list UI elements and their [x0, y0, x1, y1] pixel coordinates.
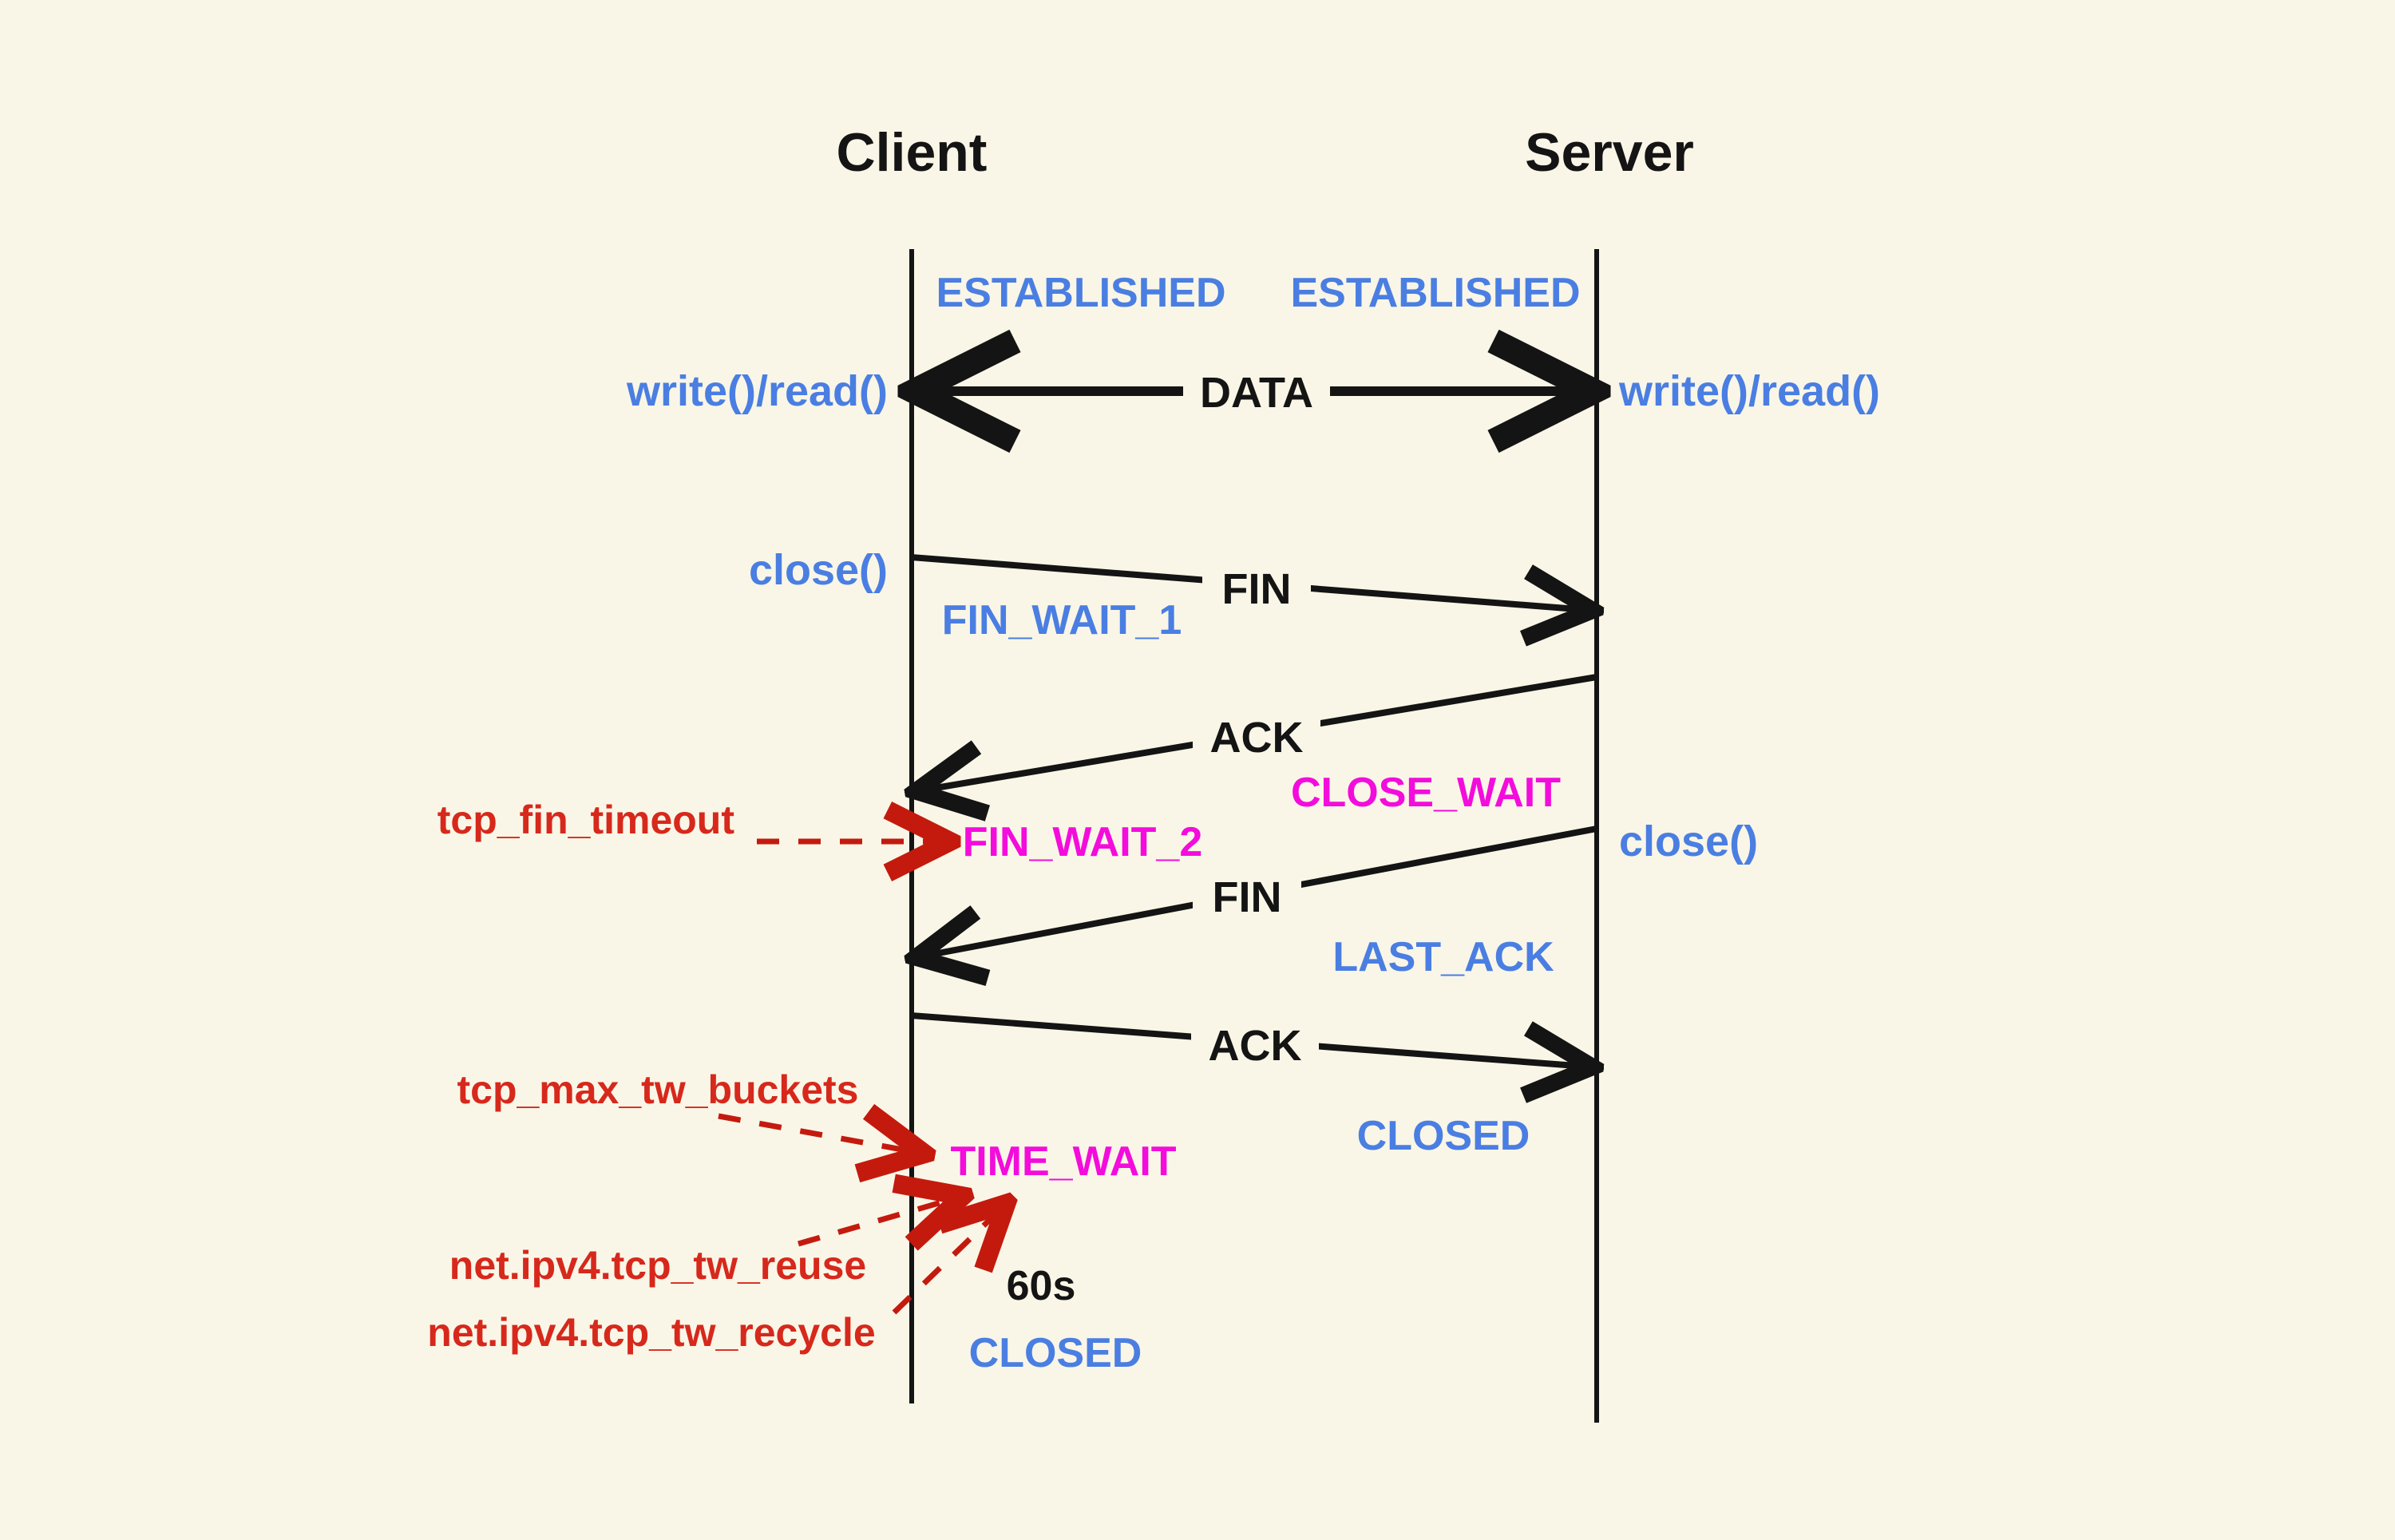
server-close-call: close(): [1619, 818, 1758, 865]
client-established-state: ESTABLISHED: [936, 270, 1225, 316]
tw-reuse-dashed-arrow: [798, 1198, 958, 1244]
fin-wait-2-state: FIN_WAIT_2: [963, 819, 1203, 865]
client-close-call: close(): [749, 546, 888, 594]
client-title: Client: [837, 122, 988, 183]
tcp-fin-timeout-label: tcp_fin_timeout: [437, 798, 735, 842]
fin1-label: FIN: [1222, 565, 1292, 613]
fin1-label-bg: [1202, 557, 1311, 615]
tcp-tw-reuse-label: net.ipv4.tcp_tw_reuse: [449, 1243, 866, 1288]
server-closed-state: CLOSED: [1357, 1113, 1530, 1159]
ack1-label-bg: [1193, 706, 1320, 763]
fin2-label-bg: [1193, 867, 1301, 924]
client-write-read-call: write()/read(): [626, 367, 888, 415]
tcp-max-tw-buckets-label: tcp_max_tw_buckets: [457, 1067, 858, 1112]
server-title: Server: [1525, 122, 1694, 183]
max-tw-buckets-dashed-arrow: [718, 1116, 920, 1153]
tw-recycle-dashed-arrow: [892, 1207, 1003, 1315]
server-established-state: ESTABLISHED: [1290, 270, 1580, 316]
time-wait-state: TIME_WAIT: [950, 1138, 1176, 1185]
data-label-bg: [1183, 361, 1330, 422]
fin2-label: FIN: [1213, 873, 1282, 921]
data-label: DATA: [1200, 369, 1313, 417]
ack1-label: ACK: [1210, 714, 1304, 762]
client-closed-state: CLOSED: [969, 1330, 1142, 1376]
tcp-tw-recycle-label: net.ipv4.tcp_tw_recycle: [427, 1310, 875, 1355]
ack2-label-bg: [1191, 1015, 1319, 1073]
server-write-read-call: write()/read(): [1618, 367, 1880, 415]
close-wait-state: CLOSE_WAIT: [1291, 770, 1561, 816]
last-ack-state: LAST_ACK: [1332, 934, 1554, 980]
ack2-label: ACK: [1209, 1022, 1302, 1070]
fin-wait-1-state: FIN_WAIT_1: [942, 597, 1182, 643]
time-wait-timer: 60s: [1007, 1263, 1076, 1309]
